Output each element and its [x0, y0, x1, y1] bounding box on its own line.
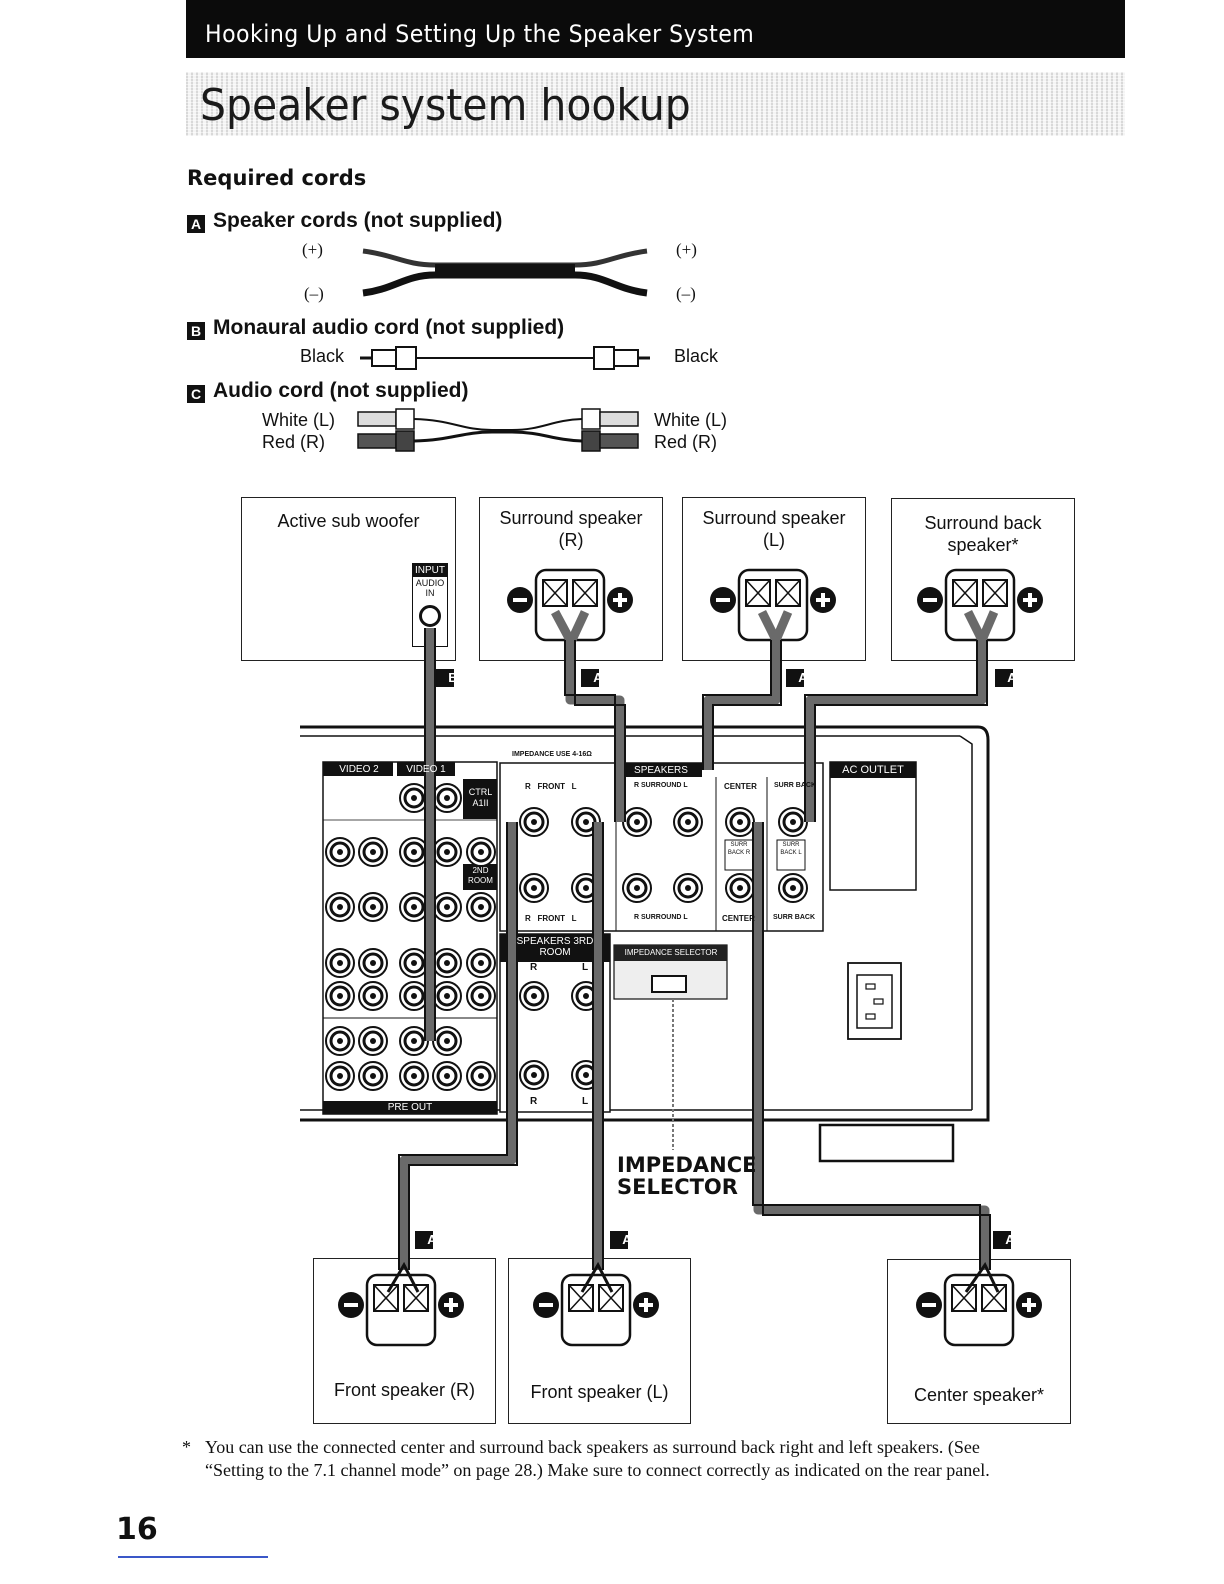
panel-3rd-l-bottom: L [582, 1096, 589, 1107]
sub-input-jack-icon[interactable] [419, 605, 441, 627]
footnote: * You can use the connected center and s… [182, 1436, 1102, 1482]
panel-surr-back-l: SURR BACK L [780, 842, 802, 856]
cord-c-left-white: White (L) [262, 410, 336, 430]
sub-woofer-label: Active sub woofer [277, 511, 420, 531]
cord-a-left-plus: (+) [302, 240, 323, 259]
mono-cord-illustration [360, 346, 650, 370]
header-title: Hooking Up and Setting Up the Speaker Sy… [205, 20, 755, 48]
panel-center-bottom: CENTER [722, 914, 755, 923]
cord-tag-b-letter: B [448, 670, 458, 685]
cord-c-right-red: Red (R) [654, 432, 718, 452]
surround-back-line1: Surround back [924, 513, 1042, 533]
surround-l-line1: Surround speaker [702, 508, 846, 528]
cord-c-letter: C [187, 385, 205, 403]
section-title: Speaker system hookup [200, 80, 691, 131]
impedance-callout-line2: SELECTOR [617, 1175, 738, 1199]
cord-b-left-label: Black [300, 346, 345, 366]
panel-front-top: R FRONT L [525, 782, 577, 791]
page-rule [118, 1556, 268, 1558]
section-title-band [186, 72, 1125, 136]
cord-tag-a5-letter: A [622, 1232, 632, 1247]
surround-back-line2: speaker* [947, 535, 1019, 555]
cord-c-left-red: Red (R) [262, 432, 326, 452]
cord-tag-a6-letter: A [1005, 1232, 1015, 1247]
panel-ac-outlet: AC OUTLET [842, 764, 904, 776]
surround-r-line2: (R) [558, 530, 584, 550]
cord-a-heading: A Speaker cords (not supplied) [187, 209, 502, 233]
sub-input-title: INPUT [413, 564, 447, 577]
panel-speakers: SPEAKERS [634, 765, 688, 776]
speakers-terminal-panel [499, 762, 824, 932]
center-label: Center speaker* [913, 1385, 1045, 1405]
cord-b-title: Monaural audio cord (not supplied) [213, 316, 565, 339]
panel-speakers-3rd: SPEAKERS 3RD ROOM [516, 936, 594, 958]
panel-surr-back-top: SURR BACK [774, 782, 816, 789]
front-l-terminal-icon [531, 1273, 661, 1347]
cord-tag-a2-letter: A [798, 670, 808, 685]
cord-b-right-label: Black [674, 346, 719, 366]
surround-r-terminal-icon [505, 568, 635, 642]
panel-video1: VIDEO 1 [406, 764, 446, 775]
cord-a-left-minus: (–) [304, 284, 324, 303]
panel-3rd-l-top: L [582, 962, 589, 973]
header-bar [186, 0, 1125, 58]
panel-2nd-room: 2ND ROOM [468, 866, 493, 885]
panel-3rd-r-bottom: R [530, 1096, 538, 1107]
cord-b-letter: B [187, 322, 205, 340]
surround-l-line2: (L) [763, 530, 785, 550]
panel-impedance-use: IMPEDANCE USE 4-16Ω [512, 751, 592, 758]
impedance-selector-callout: IMPEDANCE SELECTOR [617, 1154, 756, 1198]
sub-input-sub: AUDIO IN [415, 578, 445, 598]
cord-tag-a1-letter: A [593, 670, 603, 685]
panel-ctrl: CTRL A1II [468, 787, 493, 808]
cord-tag-a3-letter: A [1007, 670, 1017, 685]
required-cords-heading: Required cords [187, 166, 367, 190]
front-r-terminal-icon [336, 1273, 466, 1347]
speaker-cord-illustration [362, 248, 648, 297]
cord-outlines [398, 628, 991, 1270]
cord-c-right-white: White (L) [654, 410, 728, 430]
panel-pre-out: PRE OUT [387, 1102, 433, 1113]
ac-outlet-panel [829, 761, 917, 891]
panel-impedance-selector: IMPEDANCE SELECTOR [624, 948, 718, 957]
panel-surround-top: R SURROUND L [634, 782, 688, 789]
front-l-label: Front speaker (L) [530, 1382, 669, 1402]
cord-b-heading: B Monaural audio cord (not supplied) [187, 316, 564, 340]
receiver-foot [818, 1123, 955, 1163]
footnote-line1: You can use the connected center and sur… [205, 1437, 980, 1457]
panel-3rd-r-top: R [530, 962, 538, 973]
panel-surr-back-r: SURR BACK R [727, 842, 751, 856]
connection-cords [399, 609, 999, 1270]
panel-surround-bottom: R SURROUND L [634, 914, 688, 921]
front-r-label: Front speaker (R) [333, 1380, 476, 1400]
footnote-line2: “Setting to the 7.1 channel mode” on pag… [205, 1460, 990, 1480]
page-number: 16 [116, 1512, 158, 1547]
impedance-callout-line1: IMPEDANCE [617, 1153, 757, 1177]
center-terminal-icon [914, 1273, 1044, 1347]
panel-center-top: CENTER [724, 782, 757, 791]
cord-c-title: Audio cord (not supplied) [213, 379, 469, 402]
cord-a-right-plus: (+) [676, 240, 697, 259]
panel-front-bottom: R FRONT L [525, 914, 577, 923]
cord-a-letter: A [187, 215, 205, 233]
cord-tag-a4-letter: A [427, 1232, 437, 1247]
cord-a-title: Speaker cords (not supplied) [213, 209, 503, 232]
stereo-cord-illustration [357, 408, 639, 452]
footnote-mark: * [182, 1437, 191, 1457]
panel-surr-back-bottom: SURR BACK [773, 914, 815, 921]
panel-video2: VIDEO 2 [339, 764, 379, 775]
cord-a-right-minus: (–) [676, 284, 696, 303]
cord-c-heading: C Audio cord (not supplied) [187, 379, 468, 403]
surround-r-line1: Surround speaker [499, 508, 643, 528]
